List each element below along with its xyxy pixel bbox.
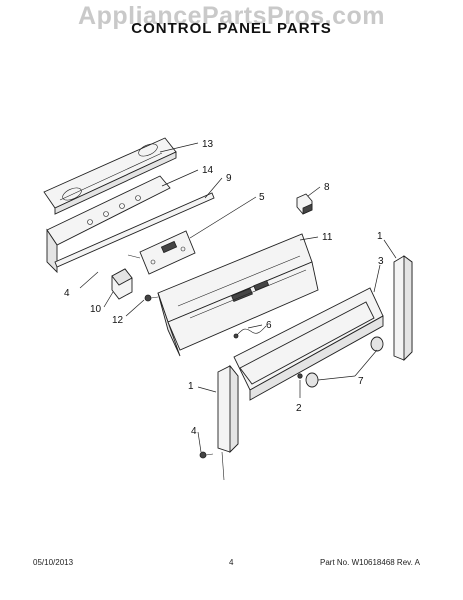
part-1-end-cap-left xyxy=(217,364,239,481)
callout-11: 11 xyxy=(322,232,333,243)
part-2-screw xyxy=(297,373,303,379)
callout-6: 6 xyxy=(266,320,272,331)
part-14-back-guard xyxy=(46,175,171,274)
footer-page-number: 4 xyxy=(229,558,234,567)
part-5-control-board xyxy=(127,230,196,275)
callout-5: 5 xyxy=(259,192,265,203)
part-13-top-panel xyxy=(43,137,177,215)
callout-4-bottom: 4 xyxy=(191,426,197,437)
callout-14: 14 xyxy=(202,165,214,176)
footer-date: 05/10/2013 xyxy=(33,558,74,567)
callout-3: 3 xyxy=(378,256,384,267)
part-1-end-cap-right xyxy=(393,255,413,362)
callout-1-right: 1 xyxy=(377,231,383,242)
part-7-knob xyxy=(305,336,384,388)
part-8-encoder xyxy=(296,193,313,215)
part-10-relay xyxy=(111,268,133,300)
part-4-screw xyxy=(199,451,214,459)
callout-1-left: 1 xyxy=(188,381,194,392)
part-12-screw xyxy=(144,294,159,302)
callout-8: 8 xyxy=(324,182,330,193)
watermark: AppliancePartsPros.com xyxy=(78,2,385,30)
part-11-control-panel-housing xyxy=(157,233,319,357)
callout-9: 9 xyxy=(226,173,232,184)
callout-13: 13 xyxy=(202,139,214,150)
callout-10: 10 xyxy=(90,304,102,315)
part-3-panel-frame xyxy=(233,287,384,401)
part-6-wire-harness xyxy=(233,325,267,339)
leader-lines xyxy=(79,142,397,453)
footer-part-number: Part No. W10618468 Rev. A xyxy=(320,558,420,567)
page-title: CONTROL PANEL PARTS xyxy=(131,20,332,37)
part-9-trim-strip xyxy=(54,192,215,268)
callout-12: 12 xyxy=(112,315,124,326)
callout-4-left: 4 xyxy=(64,288,70,299)
callout-7: 7 xyxy=(358,376,364,387)
callout-2: 2 xyxy=(296,403,302,414)
